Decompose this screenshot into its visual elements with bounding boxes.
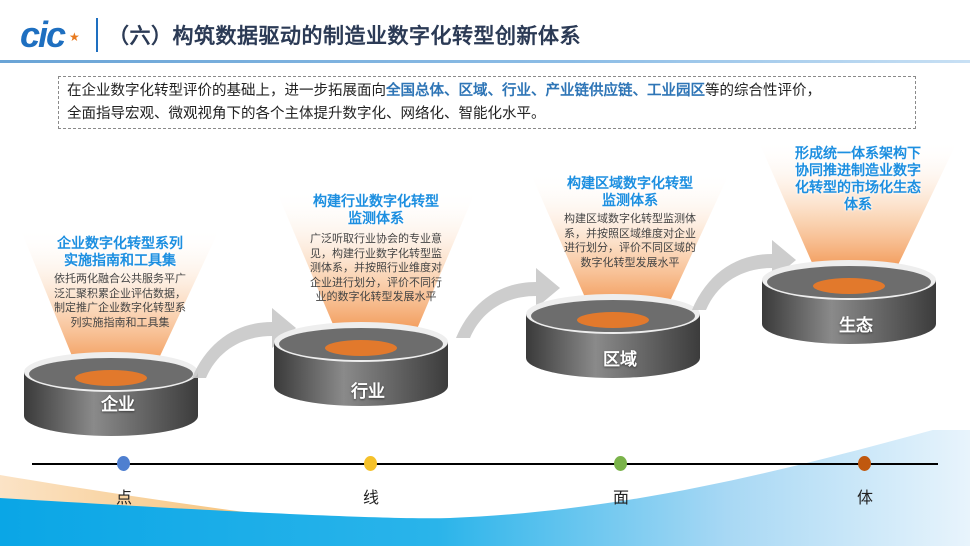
intro-line-2: 全面指导宏观、微观视角下的各个主体提升数字化、网络化、智能化水平。 [67, 106, 546, 122]
logo-separator [96, 18, 98, 52]
timeline-axis [32, 463, 938, 465]
timeline-dot-plane [614, 456, 627, 471]
stage-title: 企业数字化转型系列 实施指南和工具集 [57, 236, 183, 269]
stage-title: 构建行业数字化转型 监测体系 [313, 194, 439, 227]
timeline-label: 点 [115, 488, 132, 507]
light-beam [530, 172, 730, 327]
arrow-icon [456, 268, 560, 338]
intro-line-1: 在企业数字化转型评价的基础上，进一步拓展面向全国总体、区域、行业、产业链供应链、… [67, 80, 907, 103]
stage-label: 生态 [839, 316, 873, 336]
stage-label: 行业 [351, 382, 385, 402]
timeline-label: 线 [362, 488, 379, 507]
star-icon: ★ [69, 30, 80, 44]
logo-text: cic [20, 14, 66, 55]
cylinder-enterprise [24, 352, 198, 436]
cylinder-industry [274, 322, 448, 406]
intro-highlight: 全国总体、区域、行业、产业链供应链、工业园区 [386, 83, 705, 99]
stage-title: 构建区域数字化转型 监测体系 [567, 176, 693, 209]
light-beam [758, 140, 958, 290]
header-divider [0, 60, 970, 63]
cic-logo: cic ★ [20, 14, 86, 55]
stage-label: 区域 [603, 350, 637, 370]
cylinder-ecosystem [762, 260, 936, 344]
stage-label: 企业 [101, 395, 135, 415]
arrow-icon [192, 308, 296, 378]
stage-title: 形成统一体系架构下 协同推进制造业数字 化转型的市场化生态 体系 [795, 146, 921, 213]
stage-description: 依托两化融合公共服务平广 泛汇聚积累企业评估数据， 制定推广企业数字化转型系 列… [54, 272, 186, 329]
arrow-icon [692, 240, 796, 310]
light-beam [20, 228, 220, 388]
timeline-dot-line [364, 456, 377, 471]
cylinder-region [526, 294, 700, 378]
intro-box: 在企业数字化转型评价的基础上，进一步拓展面向全国总体、区域、行业、产业链供应链、… [58, 76, 916, 129]
timeline-dot-point [117, 456, 130, 471]
intro-text: 在企业数字化转型评价的基础上，进一步拓展面向 [67, 83, 386, 99]
light-beam [276, 190, 476, 355]
decorative-wave [0, 430, 970, 546]
stage-description: 广泛听取行业协会的专业意 见，构建行业数字化转型监 测体系，并按照行业维度对 企… [310, 232, 442, 303]
timeline-label: 体 [856, 488, 873, 507]
intro-text: 等的综合性评价， [705, 83, 821, 99]
page-title: （六）构筑数据驱动的制造业数字化转型创新体系 [108, 24, 581, 48]
timeline-label: 面 [612, 488, 629, 507]
timeline-dot-volume [858, 456, 871, 471]
stage-description: 构建区域数字化转型监测体 系，并按照区域维度对企业 进行划分，评价不同区域的 数… [564, 212, 696, 269]
